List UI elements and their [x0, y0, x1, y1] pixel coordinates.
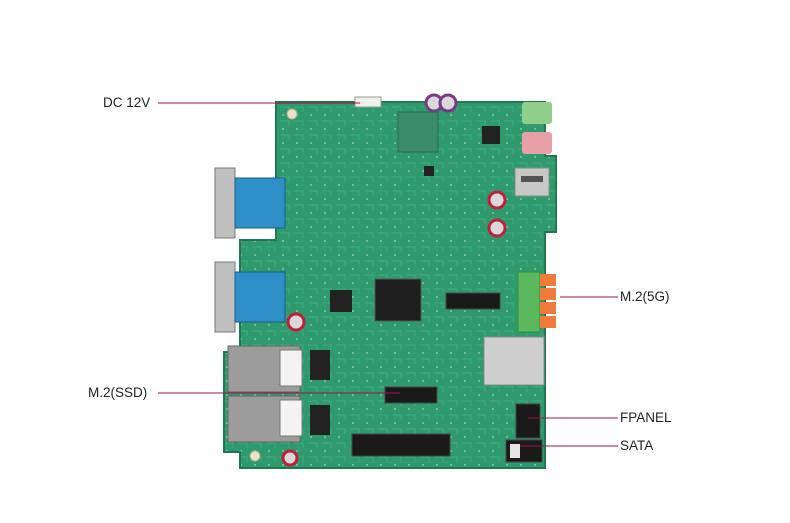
label-m2-5g: M.2(5G) — [620, 289, 670, 304]
serial-port-bottom — [214, 261, 286, 333]
label-sata: SATA — [620, 438, 654, 453]
serial-port-top — [214, 167, 286, 239]
capacitors — [281, 93, 507, 467]
ethernet-port-bottom — [227, 395, 303, 443]
sim-card-slot — [483, 336, 545, 386]
terminal-block — [517, 271, 556, 333]
small-chips — [310, 111, 500, 435]
usb-port — [514, 167, 550, 197]
label-m2-ssd: M.2(SSD) — [88, 385, 148, 400]
dc-power-connector — [354, 96, 382, 108]
m2-5g-slot — [445, 292, 501, 310]
label-dc-12v: DC 12V — [103, 95, 151, 110]
m2-ssd-slot — [384, 386, 438, 404]
fpanel-header — [515, 403, 541, 439]
label-fpanel: FPANEL — [620, 410, 672, 425]
leader-lines — [158, 102, 618, 447]
ethernet-port-top — [227, 345, 303, 393]
cpu-chip — [374, 278, 422, 322]
audio-jacks — [522, 102, 552, 154]
